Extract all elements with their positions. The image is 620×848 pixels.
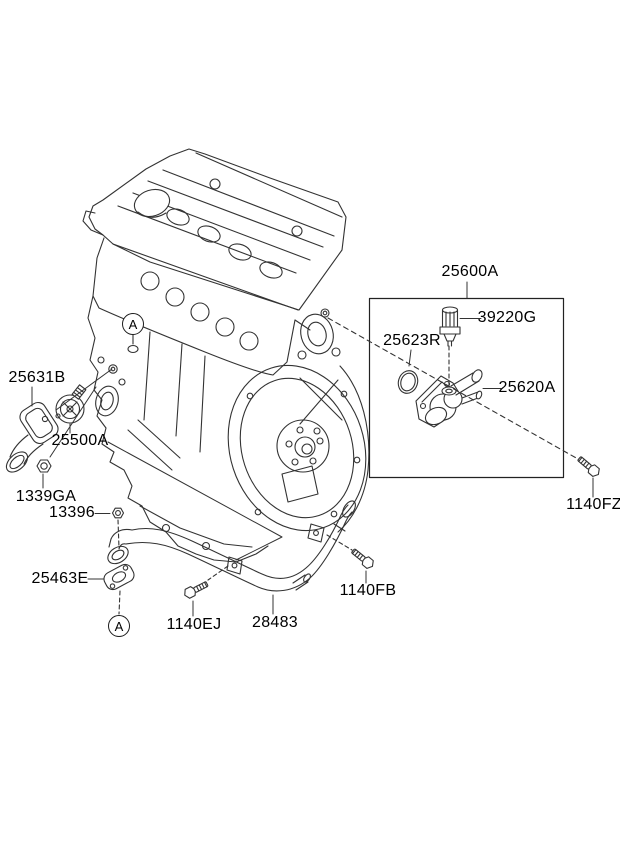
part-label-25620A: 25620A	[498, 379, 556, 396]
water-outlet-fitting-drawing	[5, 401, 59, 473]
callout-letter: A	[128, 316, 138, 332]
thermostat-housing-drawing	[415, 369, 483, 428]
thermostat-drawing	[55, 384, 87, 424]
part-label-1140FB: 1140FB	[339, 582, 397, 599]
part-label-25631B: 25631B	[8, 369, 66, 386]
gasket-25463e-drawing	[103, 563, 135, 591]
part-label-13396: 13396	[49, 504, 95, 521]
callout-letter: A	[114, 618, 124, 634]
o-ring-25623r-drawing	[397, 370, 419, 394]
bolt-1140ej-drawing	[181, 578, 210, 601]
dashed-alignment-lines	[117, 317, 579, 615]
leader-lines	[31, 281, 594, 617]
nut-1339ga-drawing	[36, 459, 52, 473]
part-label-39220G: 39220G	[477, 309, 537, 326]
callout-a-bottom: A	[108, 615, 130, 637]
callout-box-25600A	[368, 297, 565, 479]
nut-13396-drawing	[111, 507, 125, 519]
part-label-28483: 28483	[252, 614, 298, 631]
bolt-1140fb-drawing	[349, 546, 377, 571]
part-label-25623R: 25623R	[383, 332, 441, 349]
part-label-25463E: 25463E	[31, 570, 89, 587]
part-label-1140FZ: 1140FZ	[566, 496, 620, 513]
part-label-25600A: 25600A	[441, 263, 499, 280]
sensor-39220g-drawing	[439, 306, 461, 347]
part-label-1339GA: 1339GA	[15, 488, 77, 505]
part-label-25500A: 25500A	[51, 432, 109, 449]
callout-a-top: A	[122, 313, 144, 335]
engine-drawing	[82, 148, 370, 563]
part-label-1140EJ: 1140EJ	[166, 616, 222, 633]
bolt-1140fz-drawing	[575, 454, 603, 479]
